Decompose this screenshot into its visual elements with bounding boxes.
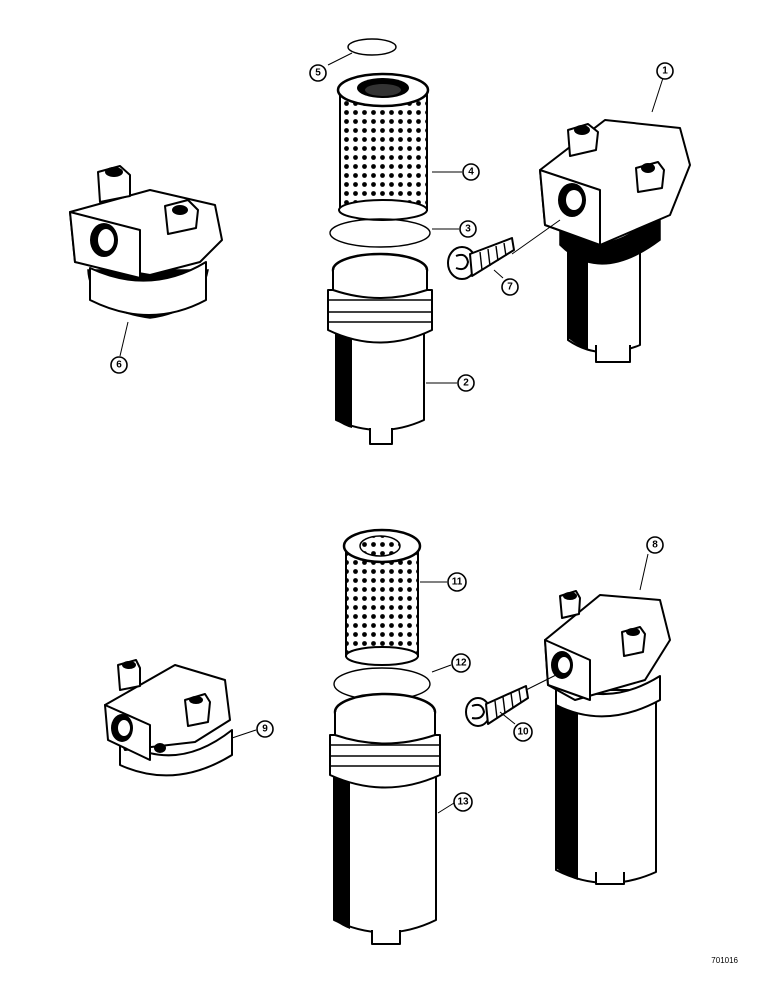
filter-bowl-top [327, 252, 433, 445]
callout-11: 11 [447, 572, 467, 592]
callout-4-label: 4 [468, 167, 474, 178]
callout-7-label: 7 [507, 282, 513, 293]
callout-1-label: 1 [662, 66, 668, 77]
callout-6-label: 6 [116, 360, 122, 371]
callout-1: 1 [656, 62, 674, 80]
callout-8: 8 [646, 536, 664, 554]
callout-10: 10 [513, 722, 533, 742]
filter-assembly-top-right [539, 119, 691, 363]
callout-11-label: 11 [452, 577, 463, 588]
o-ring-small [347, 38, 397, 56]
callout-10-label: 10 [517, 727, 529, 738]
callout-7: 7 [501, 278, 519, 296]
callout-13-label: 13 [457, 797, 469, 808]
o-ring-large-top [329, 218, 431, 248]
callout-9: 9 [256, 720, 274, 738]
filter-bowl-bottom [329, 692, 441, 945]
callout-13: 13 [453, 792, 473, 812]
callout-6: 6 [110, 356, 128, 374]
callout-5-label: 5 [315, 68, 321, 79]
filter-assembly-bottom-right [544, 590, 671, 885]
filter-head-bottom-left [104, 659, 233, 777]
callout-9-label: 9 [262, 724, 268, 735]
document-number: 701016 [711, 956, 738, 965]
callout-3: 3 [459, 220, 477, 238]
callout-12-label: 12 [455, 658, 467, 669]
callout-3-label: 3 [465, 224, 471, 235]
filter-element-top [336, 72, 430, 221]
leader-lines [119, 52, 664, 814]
callout-8-label: 8 [652, 540, 658, 551]
filter-head-top-left [69, 165, 223, 319]
callout-5: 5 [309, 64, 327, 82]
drain-plug-bottom [465, 685, 529, 727]
callout-2-label: 2 [463, 378, 469, 389]
callout-2: 2 [457, 374, 475, 392]
drain-plug-top [447, 237, 515, 280]
callout-12: 12 [451, 653, 471, 673]
callout-4: 4 [462, 163, 480, 181]
filter-element-bottom [342, 528, 422, 666]
